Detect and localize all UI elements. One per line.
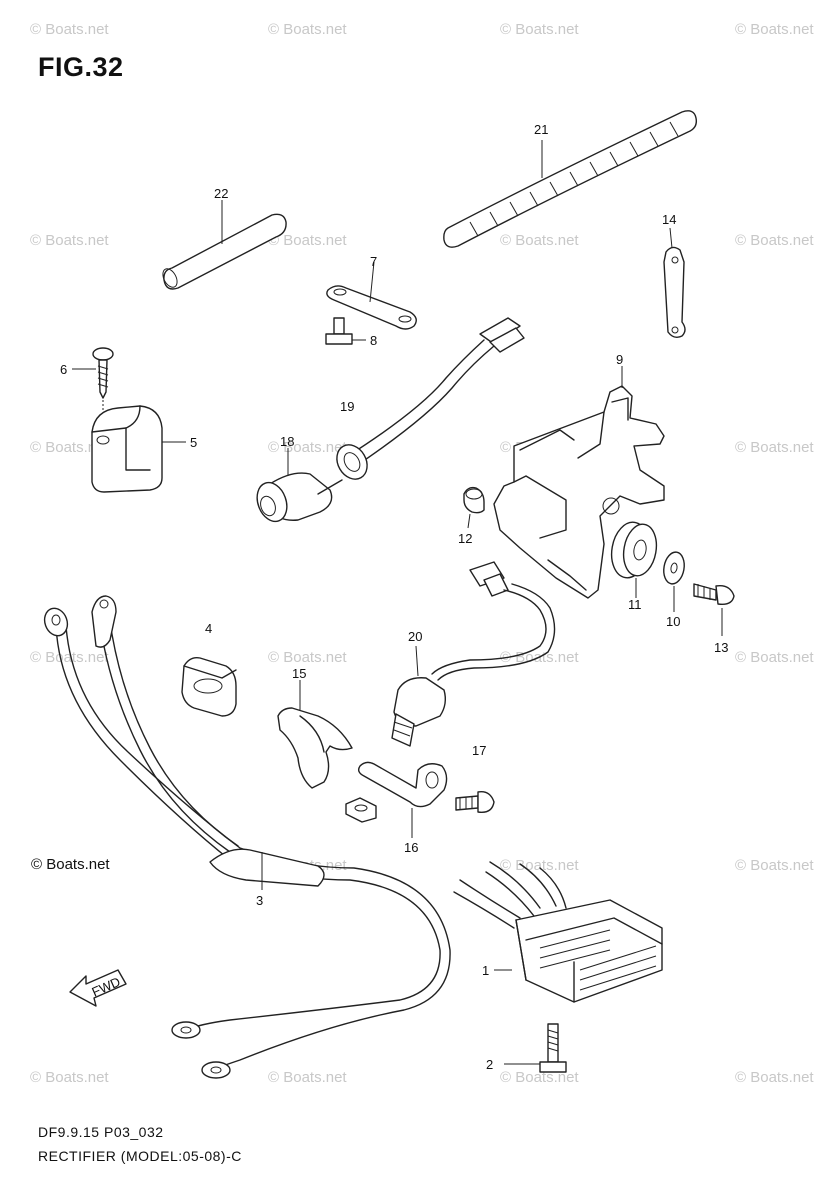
part-13-bolt-drawing (693, 583, 735, 636)
part-nut-drawing (345, 797, 377, 823)
part-11-grommet-drawing (610, 521, 658, 598)
part-7-clamp-plate-drawing (326, 261, 417, 330)
watermark-layer: © Boats.net © Boats.net © Boats.net © Bo… (30, 21, 814, 1086)
watermark: © Boats.net (500, 1069, 579, 1086)
watermark: © Boats.net (500, 232, 579, 249)
callout-part-17: 17 (472, 743, 486, 758)
callout-part-4: 4 (205, 621, 212, 636)
part-12-collar-drawing (463, 486, 485, 529)
callout-part-6: 6 (60, 362, 67, 377)
callout-part-16: 16 (404, 840, 418, 855)
part-6-screw-drawing (72, 347, 114, 426)
callout-part-10: 10 (666, 614, 680, 629)
callout-part-15: 15 (292, 666, 306, 681)
callout-part-19: 19 (340, 399, 354, 414)
watermark: © Boats.net (735, 439, 814, 456)
part-21-protector-drawing (443, 110, 698, 248)
figure-code: DF9.9.15 P03_032 (38, 1124, 164, 1140)
watermark: © Boats.net (30, 21, 109, 38)
callout-part-22: 22 (214, 186, 228, 201)
part-9-bracket-drawing (493, 366, 665, 599)
watermark: © Boats.net (268, 232, 347, 249)
watermark: © Boats.net (30, 439, 109, 456)
part-15-cover-drawing (277, 680, 353, 789)
callout-part-7: 7 (370, 254, 377, 269)
part-20-switch-harness-drawing (391, 561, 556, 747)
watermark: © Boats.net (500, 857, 579, 874)
part-callouts: 1 2 3 4 5 6 7 8 9 10 11 12 13 14 15 16 1… (60, 122, 728, 1072)
callout-part-3: 3 (256, 893, 263, 908)
part-5-clamp-drawing (91, 405, 186, 493)
figure-title: FIG.32 (38, 52, 124, 82)
callout-part-13: 13 (714, 640, 728, 655)
copyright-notice: © Boats.net (31, 856, 110, 873)
callout-part-18: 18 (280, 434, 294, 449)
callout-part-20: 20 (408, 629, 422, 644)
callout-part-5: 5 (190, 435, 197, 450)
watermark: © Boats.net (735, 1069, 814, 1086)
watermark: © Boats.net (500, 21, 579, 38)
callout-part-11: 11 (628, 597, 642, 612)
watermark: © Boats.net (735, 857, 814, 874)
watermark: © Boats.net (30, 1069, 109, 1086)
watermark: © Boats.net (268, 1069, 347, 1086)
part-17-bolt-drawing (455, 791, 495, 813)
part-10-washer-drawing (663, 551, 685, 612)
part-1-rectifier-drawing (453, 861, 663, 1003)
watermark: © Boats.net (735, 649, 814, 666)
callout-part-1: 1 (482, 963, 489, 978)
part-3-battery-cable-drawing (43, 595, 451, 1079)
figure-subtitle: RECTIFIER (MODEL:05-08)-C (38, 1148, 242, 1164)
callout-part-2: 2 (486, 1057, 493, 1072)
watermark: © Boats.net (268, 649, 347, 666)
watermark: © Boats.net (268, 21, 347, 38)
part-18-switch-drawing (256, 448, 343, 523)
part-22-tube-drawing (162, 200, 287, 290)
fwd-label: FWD (89, 974, 122, 1000)
watermark: © Boats.net (735, 21, 814, 38)
part-4-grommet-drawing (181, 656, 237, 717)
callout-part-21: 21 (534, 122, 548, 137)
callout-part-8: 8 (370, 333, 377, 348)
part-14-lead-wire-drawing (663, 227, 686, 339)
callout-part-12: 12 (458, 531, 472, 546)
fwd-arrow-icon: FWD (69, 969, 127, 1007)
callout-part-14: 14 (662, 212, 676, 227)
watermark: © Boats.net (30, 649, 109, 666)
callout-part-9: 9 (616, 352, 623, 367)
part-8-bolt-drawing (325, 317, 366, 345)
watermark: © Boats.net (735, 232, 814, 249)
part-2-rectifier-bolt-drawing (504, 1023, 567, 1073)
part-16-clamp-drawing (357, 761, 448, 838)
watermark: © Boats.net (30, 232, 109, 249)
part-19-wire-harness-drawing (336, 317, 525, 480)
